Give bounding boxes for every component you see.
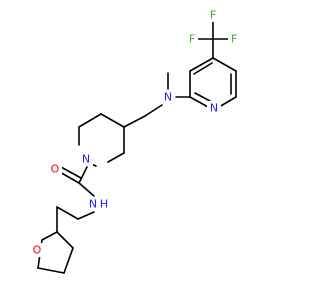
atom-o-carbonyl-label: O — [51, 163, 60, 176]
bond-pyridine — [189, 57, 214, 72]
bond-thf — [37, 267, 65, 274]
bond-ch2-ring — [123, 115, 146, 128]
atom-layer: F F F N N N O N H — [30, 8, 240, 257]
bond-n-carbonyl — [78, 166, 88, 184]
atom-h-amide-label: H — [100, 198, 108, 211]
bond-piperidine — [78, 113, 102, 128]
atom-f-left: F — [186, 32, 198, 46]
atom-n-piperidine: N — [79, 152, 93, 166]
bond-piperidine — [107, 152, 125, 163]
bond-ch2-thf — [56, 206, 79, 220]
bond-n-ch2 — [77, 211, 95, 220]
bond-pyridine — [212, 57, 237, 72]
atom-f-top-label: F — [210, 9, 216, 22]
atom-n-pyridine: N — [207, 101, 221, 115]
bond-c-o-double — [60, 166, 82, 179]
bond-n-ch2 — [144, 104, 163, 117]
atom-n-amide-label: N — [89, 198, 97, 211]
atom-n-amide: N H — [87, 197, 109, 211]
bond-thf — [56, 231, 74, 249]
molecule-structure-diagram: F F F N N N O N H — [30, 8, 240, 274]
bond-pyridine — [189, 96, 209, 108]
bond-pyridine-double — [194, 92, 211, 102]
atom-n-amine-label: N — [164, 91, 172, 104]
atom-o-thf: O — [30, 243, 44, 257]
bond-thf — [41, 231, 58, 241]
atom-n-amine: N — [161, 90, 175, 104]
atom-f-right-label: F — [231, 33, 237, 46]
bond-c-n-amide — [78, 182, 95, 197]
bond-pyridine-double — [193, 62, 213, 75]
atom-f-right: F — [228, 32, 240, 46]
atom-n-pyridine-label: N — [210, 102, 218, 115]
bond-pyridine — [218, 96, 237, 108]
bond-piperidine — [100, 113, 125, 128]
bond-thf — [63, 247, 74, 274]
atom-f-top: F — [207, 8, 219, 22]
atom-f-left-label: F — [189, 33, 195, 46]
atom-o-thf-label: O — [33, 244, 42, 257]
bond-layer — [37, 21, 237, 274]
atom-n-piperidine-label: N — [82, 153, 90, 166]
atom-o-carbonyl: O — [48, 162, 62, 176]
